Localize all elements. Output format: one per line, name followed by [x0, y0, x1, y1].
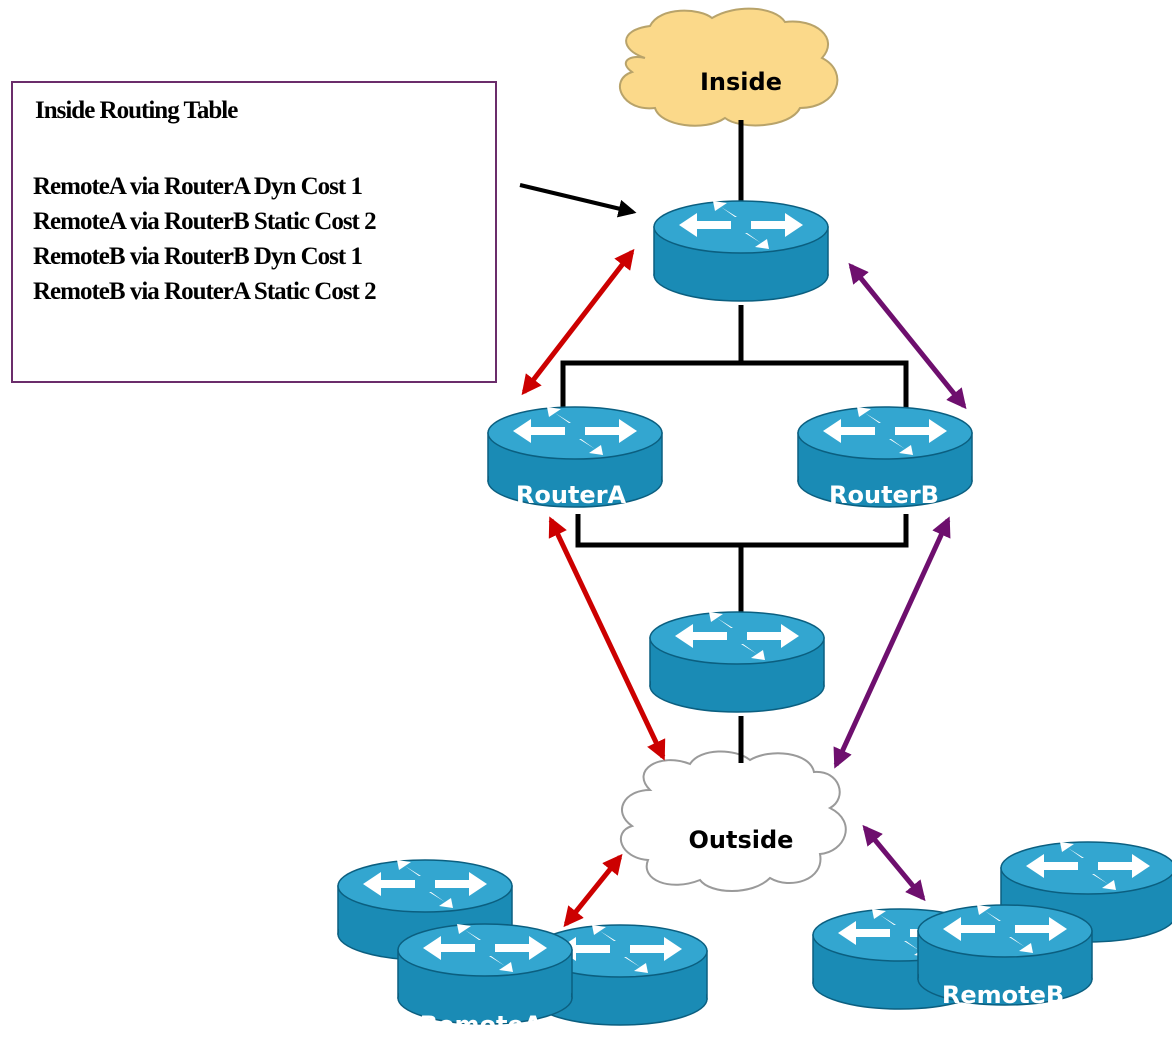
table-pointer-arrow: [519, 183, 637, 218]
purple-arrow-inside-routerb: [848, 262, 967, 410]
outside-cloud: [620, 750, 847, 892]
red-arrow-outside-remotea: [563, 853, 623, 928]
routing-table-rows: RemoteA via RouterA Dyn Cost 1 RemoteA v…: [33, 169, 377, 309]
red-arrow-inside-routera: [521, 248, 635, 396]
routing-table-row: RemoteA via RouterA Dyn Cost 1: [33, 173, 363, 200]
outside-cloud-label: Outside: [689, 826, 794, 854]
purple-arrow-outside-remoteb: [862, 824, 926, 902]
inside-cloud-label: Inside: [700, 68, 782, 96]
inside-cloud: [619, 7, 839, 127]
remote-b-label: RemoteB: [942, 981, 1064, 1009]
routing-table-row: RemoteB via RouterB Dyn Cost 1: [33, 243, 363, 270]
router-a-label: RouterA: [516, 481, 627, 509]
red-arrow-routera-outside: [548, 516, 666, 761]
router-b-label: RouterB: [829, 481, 939, 509]
outside-router: [649, 611, 825, 713]
remote-a-label: RemoteA: [420, 1011, 543, 1039]
routing-table-row: RemoteA via RouterB Static Cost 2: [33, 208, 377, 235]
routing-table-row: RemoteB via RouterA Static Cost 2: [33, 278, 377, 305]
routing-table-title: Inside Routing Table: [35, 97, 238, 124]
inside-router: [653, 200, 829, 302]
routing-table-box: Inside Routing Table RemoteA via RouterA…: [11, 81, 497, 383]
remote-a-router: [397, 923, 573, 1025]
purple-arrow-routerb-outside: [833, 516, 951, 769]
